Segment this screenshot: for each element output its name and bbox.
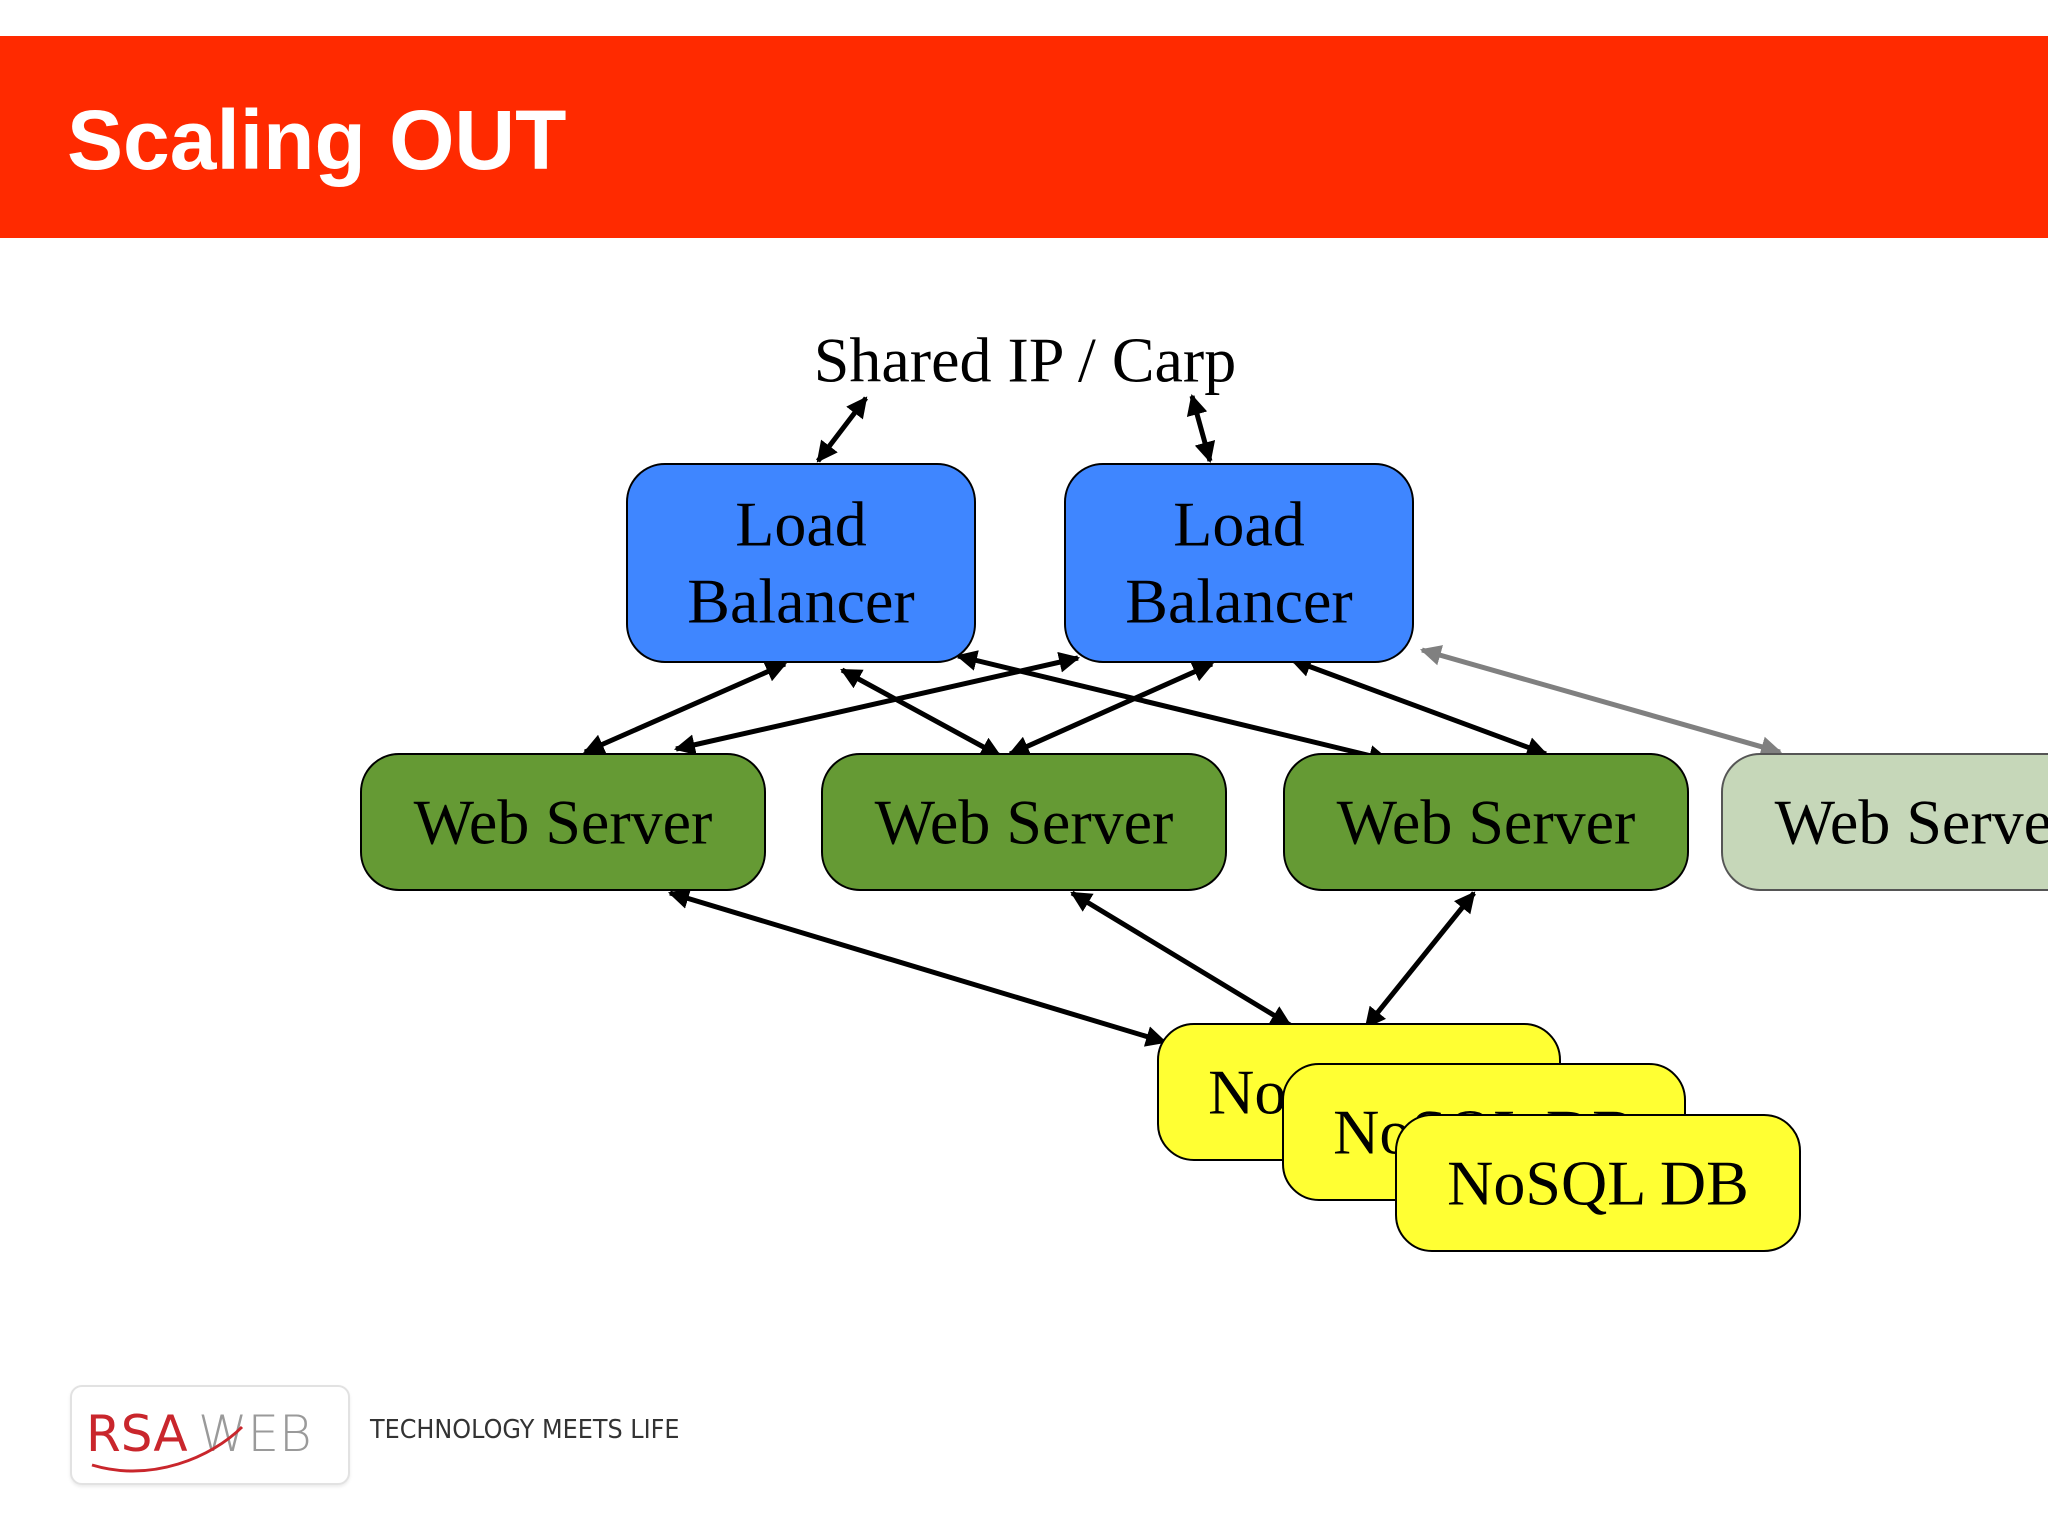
web-server-4: Web Server [1721, 753, 2048, 891]
database-3-label: NoSQL DB [1447, 1148, 1749, 1219]
tagline: TECHNOLOGY MEETS LIFE [370, 1415, 680, 1445]
load-balancer-2-box [1064, 463, 1414, 663]
logo-swoosh [91, 1425, 244, 1473]
web-server-2: Web Server [821, 753, 1227, 891]
logo-text-rsa: RSA [86, 1405, 188, 1463]
footer: RSA WEB TECHNOLOGY MEETS LIFE [70, 1385, 770, 1485]
web-server-1-box [360, 753, 766, 891]
web-server-1: Web Server [360, 753, 766, 891]
web-server-4-box [1721, 753, 2048, 891]
title-bar [0, 36, 2048, 238]
connector-lb1-ws1 [583, 661, 787, 755]
web-server-2-label: Web Server [875, 787, 1174, 858]
web-server-4-label: Web Server [1775, 787, 2048, 858]
connector-ws2-db [1070, 890, 1292, 1028]
load-balancer-1-line1: Load [735, 489, 867, 560]
web-server-3: Web Server [1283, 753, 1689, 891]
logo-text-web: WEB [198, 1405, 312, 1463]
web-server-1-label: Web Server [414, 787, 713, 858]
connector-shared-ip-lb1 [816, 396, 868, 463]
connector-ws3-db [1364, 891, 1476, 1029]
connector-ws1-db [667, 888, 1168, 1047]
web-db-connectors [667, 888, 1476, 1047]
load-balancer-1-line2: Balancer [687, 566, 914, 637]
shared-ip-connectors [816, 393, 1216, 464]
web-server-3-label: Web Server [1337, 787, 1636, 858]
slide-title: Scaling OUT [67, 93, 567, 187]
lb-web-connectors [583, 650, 1548, 766]
connector-lb2-ws2 [1008, 661, 1214, 757]
connector-lb2-ws1 [673, 651, 1081, 756]
load-balancer-1-box [626, 463, 976, 663]
connector-lb2-ws4 [1419, 645, 1783, 757]
database-3: NoSQL DB [1395, 1114, 1801, 1252]
web-server-2-box [821, 753, 1227, 891]
load-balancer-2: Load Balancer [1064, 463, 1414, 663]
load-balancer-2-line2: Balancer [1125, 566, 1352, 637]
load-balancer-2-line1: Load [1173, 489, 1305, 560]
web-server-3-box [1283, 753, 1689, 891]
shared-ip-label: Shared IP / Carp [814, 325, 1236, 396]
connector-shared-ip-lb2 [1186, 393, 1216, 464]
rsaweb-logo: RSA WEB [70, 1385, 350, 1485]
database-3-box [1395, 1114, 1801, 1252]
load-balancer-1: Load Balancer [626, 463, 976, 663]
